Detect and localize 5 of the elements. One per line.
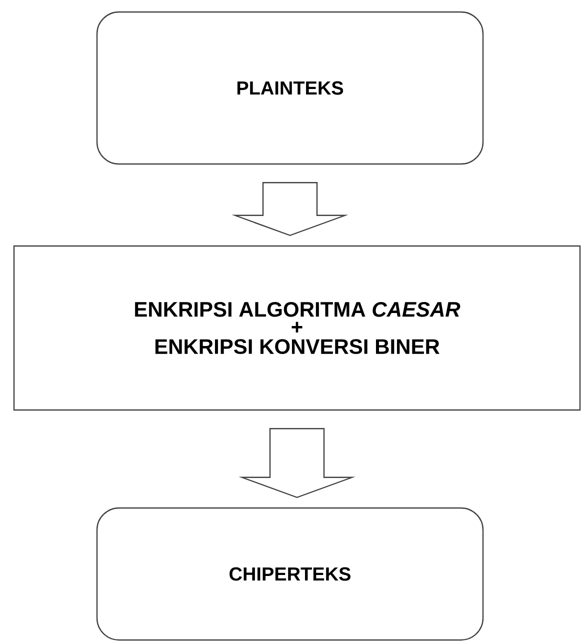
terminal-box: CHIPERTEKS <box>96 507 484 641</box>
process-box: ENKRIPSI ALGORITMA CAESAR + ENKRIPSI KONVERSI BINER <box>13 245 581 411</box>
block-arrow <box>232 182 348 236</box>
terminal-box: PLAINTEKS <box>96 11 484 165</box>
block-arrow <box>238 428 356 498</box>
